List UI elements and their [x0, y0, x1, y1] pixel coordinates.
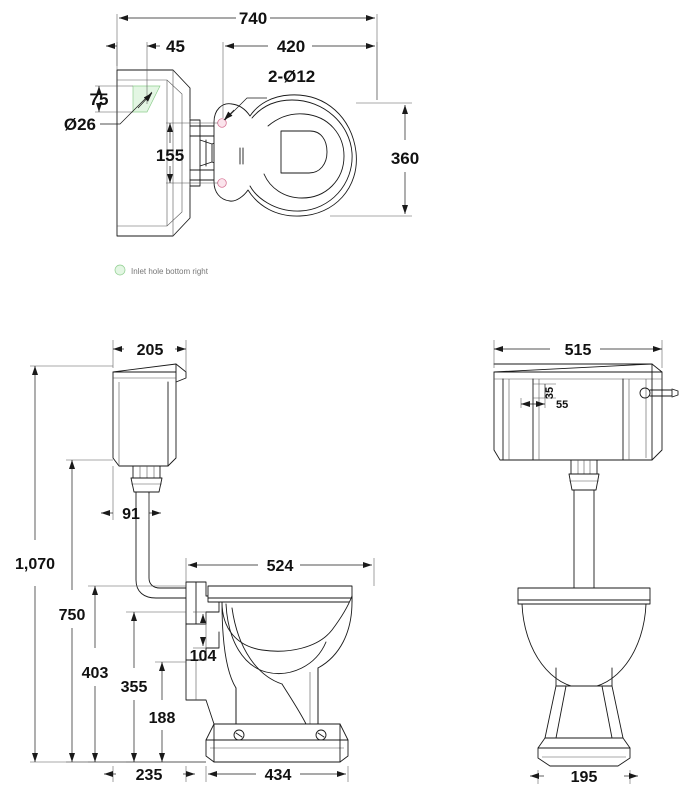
dim-55-label: 55	[556, 399, 568, 411]
dim-360-label: 360	[391, 149, 419, 168]
dim-434-label: 434	[265, 767, 292, 784]
dim-420: 420	[222, 37, 378, 118]
dim-75-label: 75	[90, 90, 109, 109]
dim-360: 360	[330, 102, 419, 217]
dim-515-label: 515	[565, 342, 592, 359]
dim-750-label: 750	[59, 607, 86, 624]
side-view-pan	[185, 581, 353, 763]
top-view: 740 45 420 75	[64, 9, 419, 276]
dim-740-label: 740	[239, 9, 267, 28]
dim-195: 195	[530, 769, 638, 786]
dim-420-label: 420	[277, 37, 305, 56]
dim-104-label: 104	[190, 648, 217, 665]
dim-91: 91	[101, 466, 161, 523]
callout-phi-26: Ø26	[64, 91, 153, 134]
callout-phi-26-label: Ø26	[64, 115, 96, 134]
inlet-note-label: Inlet hole bottom right	[131, 267, 209, 276]
dim-1070-label: 1,070	[15, 556, 55, 573]
dim-515: 515	[493, 340, 663, 368]
dim-55: 55	[520, 398, 568, 411]
dim-188: 188	[149, 661, 206, 763]
dim-188-label: 188	[149, 710, 176, 727]
fixing-hole-bottom	[217, 178, 227, 188]
inlet-hole-marker-icon	[114, 264, 126, 276]
dim-235-label: 235	[136, 767, 163, 784]
dim-104: 104	[190, 611, 217, 665]
dim-75: 75	[90, 85, 133, 113]
dim-403-label: 403	[82, 665, 109, 682]
dim-35: 35	[533, 383, 556, 399]
dim-524: 524	[185, 558, 375, 586]
dim-434: 434	[205, 766, 349, 784]
top-view-pan-outline	[213, 94, 357, 217]
dim-205-label: 205	[137, 342, 164, 359]
dim-35-label: 35	[544, 387, 556, 399]
dim-355-label: 355	[121, 679, 148, 696]
dim-45-label: 45	[166, 37, 185, 56]
callout-2-phi-12: 2-Ø12	[223, 67, 315, 121]
dim-155-label: 155	[156, 146, 184, 165]
dim-524-label: 524	[267, 558, 294, 575]
side-view-cistern	[112, 363, 187, 493]
callout-2-phi-12-label: 2-Ø12	[268, 67, 315, 86]
flush-lever	[639, 387, 679, 399]
rear-view-pan	[517, 587, 651, 689]
dim-235: 235	[104, 766, 195, 784]
rear-view-pedestal	[537, 685, 631, 767]
side-view: 205 91 524 104	[15, 340, 375, 784]
dim-1070: 1,070	[15, 365, 206, 763]
dim-195-label: 195	[571, 769, 598, 786]
dim-91-label: 91	[122, 506, 140, 523]
dim-155: 155	[156, 122, 218, 184]
rear-view: 515 35 55 195	[493, 340, 679, 786]
dim-205: 205	[112, 340, 187, 372]
inlet-note: Inlet hole bottom right	[114, 264, 209, 276]
side-view-flush-pipe	[135, 491, 197, 599]
dim-355: 355	[121, 611, 206, 763]
rear-view-cistern	[493, 363, 679, 461]
rear-view-flush-pipe	[568, 459, 600, 589]
